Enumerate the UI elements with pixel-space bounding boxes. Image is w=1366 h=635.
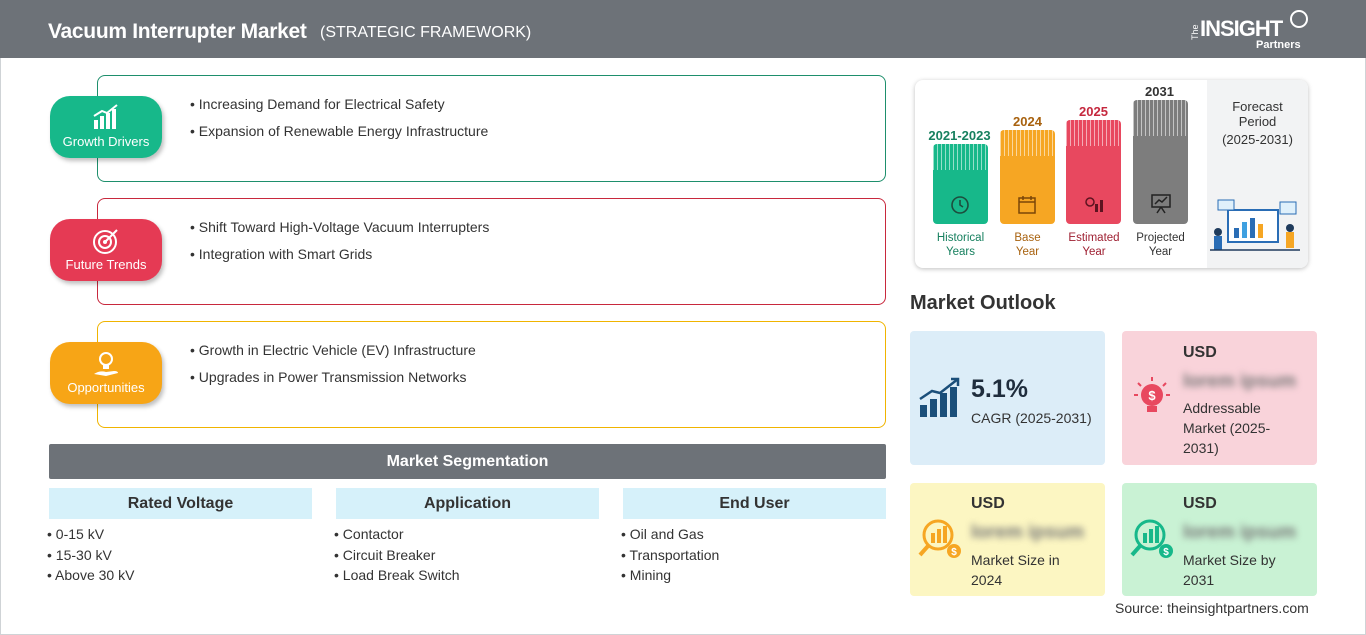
market-outlook-title: Market Outlook [910, 292, 1056, 314]
list-item: Increasing Demand for Electrical Safety [190, 96, 488, 112]
growth-chart-icon [919, 377, 960, 417]
segment-header-end-user: End User [623, 488, 886, 519]
currency-label: USD [1183, 344, 1217, 361]
list-item: Integration with Smart Grids [190, 246, 489, 262]
forecast-period: (2025-2031) [1222, 132, 1293, 147]
bar-chart-growth-icon [93, 104, 118, 129]
blurred-value: lorem ipsum [971, 522, 1084, 543]
future-trends-badge: Future Trends [50, 219, 162, 281]
svg-text:$: $ [951, 547, 957, 558]
list-item: Transportation [621, 547, 720, 568]
source-credit: Source: theinsightpartners.com [1115, 600, 1309, 616]
addressable-market-card: $ USD lorem ipsum Addressable Market (20… [1122, 331, 1317, 465]
timeline-year: 2025 [1079, 104, 1108, 119]
addressable-desc: Addressable Market (2025- 2031) [1183, 400, 1271, 456]
list-item: 0-15 kV [47, 526, 134, 547]
list-item: Circuit Breaker [334, 547, 460, 568]
growth-drivers-badge: Growth Drivers [50, 96, 162, 158]
list-item: Mining [621, 567, 719, 588]
calendar-icon [1018, 196, 1036, 214]
page-subtitle: (STRATEGIC FRAMEWORK) [320, 24, 532, 41]
forecast-label: Forecast [1232, 99, 1283, 114]
magnifier-chart-icon: $ [1130, 519, 1173, 558]
list-item: 15-30 kV [47, 547, 134, 568]
blurred-value: lorem ipsum [1183, 371, 1296, 392]
insight-partners-logo: The INSIGHT Partners [1190, 10, 1310, 52]
timeline-year: 2031 [1145, 84, 1174, 99]
list-item: Above 30 kV [47, 567, 134, 588]
presentation-icon [1151, 194, 1171, 214]
blurred-value: lorem ipsum [1183, 522, 1296, 543]
list-item: Contactor [334, 526, 460, 547]
timeline-bar-historical [933, 144, 988, 224]
badge-label: Future Trends [65, 257, 147, 272]
cagr-card: 5.1% CAGR (2025-2031) [910, 331, 1105, 465]
analyst-illustration-icon [1210, 199, 1300, 251]
history-icon [951, 196, 969, 214]
list-item: Oil and Gas [621, 526, 719, 547]
timeline-bar-projected [1133, 100, 1188, 224]
magnifier-chart-icon: $ [918, 519, 961, 558]
end-user-list: Oil and Gas Transportation Mining [621, 526, 720, 588]
application-list: Contactor Circuit Breaker Load Break Swi… [334, 526, 460, 588]
list-item: Expansion of Renewable Energy Infrastruc… [190, 123, 489, 139]
page-title: Vacuum Interrupter Market [48, 20, 307, 43]
header-bar: Vacuum Interrupter Market (STRATEGIC FRA… [0, 0, 1366, 58]
list-item: Load Break Switch [334, 567, 460, 588]
list-item: Upgrades in Power Transmission Networks [190, 369, 476, 385]
currency-label: USD [971, 495, 1005, 512]
market-size-2031-desc: Market Size by 2031 [1183, 552, 1276, 588]
badge-label: Opportunities [67, 380, 145, 395]
rated-voltage-list: 0-15 kV 15-30 kV Above 30 kV [47, 526, 134, 588]
future-trends-box: Shift Toward High-Voltage Vacuum Interru… [97, 198, 886, 305]
market-size-2031-card: $ USD lorem ipsum Market Size by 2031 [1122, 483, 1317, 596]
market-size-2024-desc: Market Size in 2024 [971, 552, 1060, 588]
cagr-value: 5.1% [971, 375, 1028, 403]
target-icon [93, 229, 118, 254]
timeline-bar-base [1000, 130, 1055, 224]
timeline-year: 2024 [1013, 114, 1042, 129]
market-size-2024-card: $ USD lorem ipsum Market Size in 2024 [910, 483, 1105, 596]
cagr-label: CAGR (2025-2031) [971, 410, 1092, 426]
svg-text:$: $ [1148, 388, 1156, 403]
list-item: Shift Toward High-Voltage Vacuum Interru… [190, 219, 490, 235]
opportunities-badge: Opportunities [50, 342, 162, 404]
growth-drivers-box: Increasing Demand for Electrical Safety … [97, 75, 886, 182]
gear-chart-icon [1085, 197, 1103, 212]
segment-header-rated-voltage: Rated Voltage [49, 488, 312, 519]
segmentation-title: Market Segmentation [49, 444, 886, 479]
list-item: Growth in Electric Vehicle (EV) Infrastr… [190, 342, 476, 358]
forecast-label: Period [1238, 114, 1277, 129]
svg-text:$: $ [1163, 547, 1169, 558]
timeline-year: 2021-2023 [928, 128, 991, 143]
currency-label: USD [1183, 495, 1217, 512]
lightbulb-dollar-icon: $ [1134, 377, 1170, 412]
opportunities-box: Growth in Electric Vehicle (EV) Infrastr… [97, 321, 886, 428]
badge-label: Growth Drivers [62, 134, 150, 149]
segment-header-application: Application [336, 488, 599, 519]
lightbulb-hand-icon [94, 352, 118, 376]
timeline-bar-estimated [1066, 120, 1121, 224]
